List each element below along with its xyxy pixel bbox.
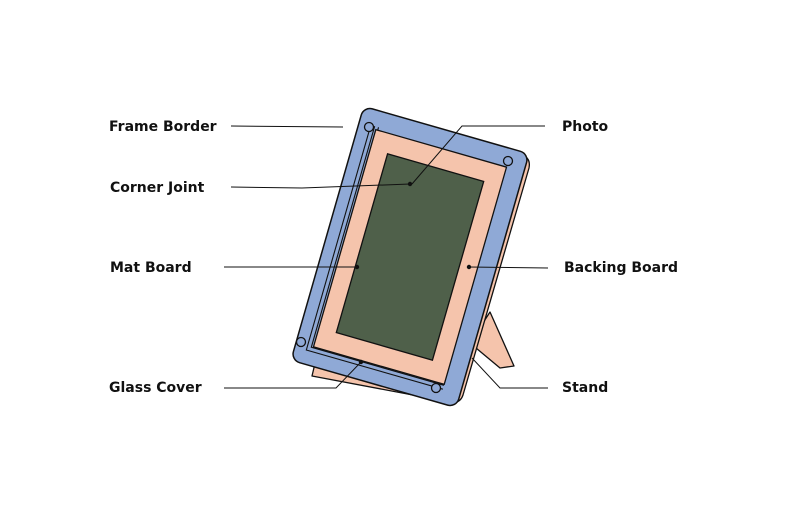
- leader-photo: [411, 125, 545, 185]
- corner-joint-bottom-left: [295, 336, 307, 348]
- label-stand: Stand: [562, 380, 608, 396]
- corner-joint-bottom-right: [430, 382, 442, 394]
- leader-lines: [224, 125, 549, 389]
- label-corner-joint: Corner Joint: [110, 180, 205, 196]
- label-frame-border: Frame Border: [109, 119, 217, 135]
- corner-joint-top-left: [363, 121, 375, 133]
- leader-dots: [354, 181, 472, 365]
- corner-joint-top-right: [502, 155, 514, 167]
- label-backing-board: Backing Board: [564, 260, 678, 276]
- label-glass-cover: Glass Cover: [109, 380, 202, 396]
- leader-corner-joint: [230, 183, 411, 189]
- leader-glass-cover: [224, 361, 362, 389]
- photo-shape: [335, 153, 485, 361]
- label-mat-board: Mat Board: [110, 260, 192, 276]
- leader-frame-border: [230, 125, 344, 128]
- leader-stand: [471, 357, 548, 389]
- corner-joints: [295, 121, 514, 394]
- label-photo: Photo: [562, 119, 609, 135]
- leader-backing-board: [468, 266, 549, 269]
